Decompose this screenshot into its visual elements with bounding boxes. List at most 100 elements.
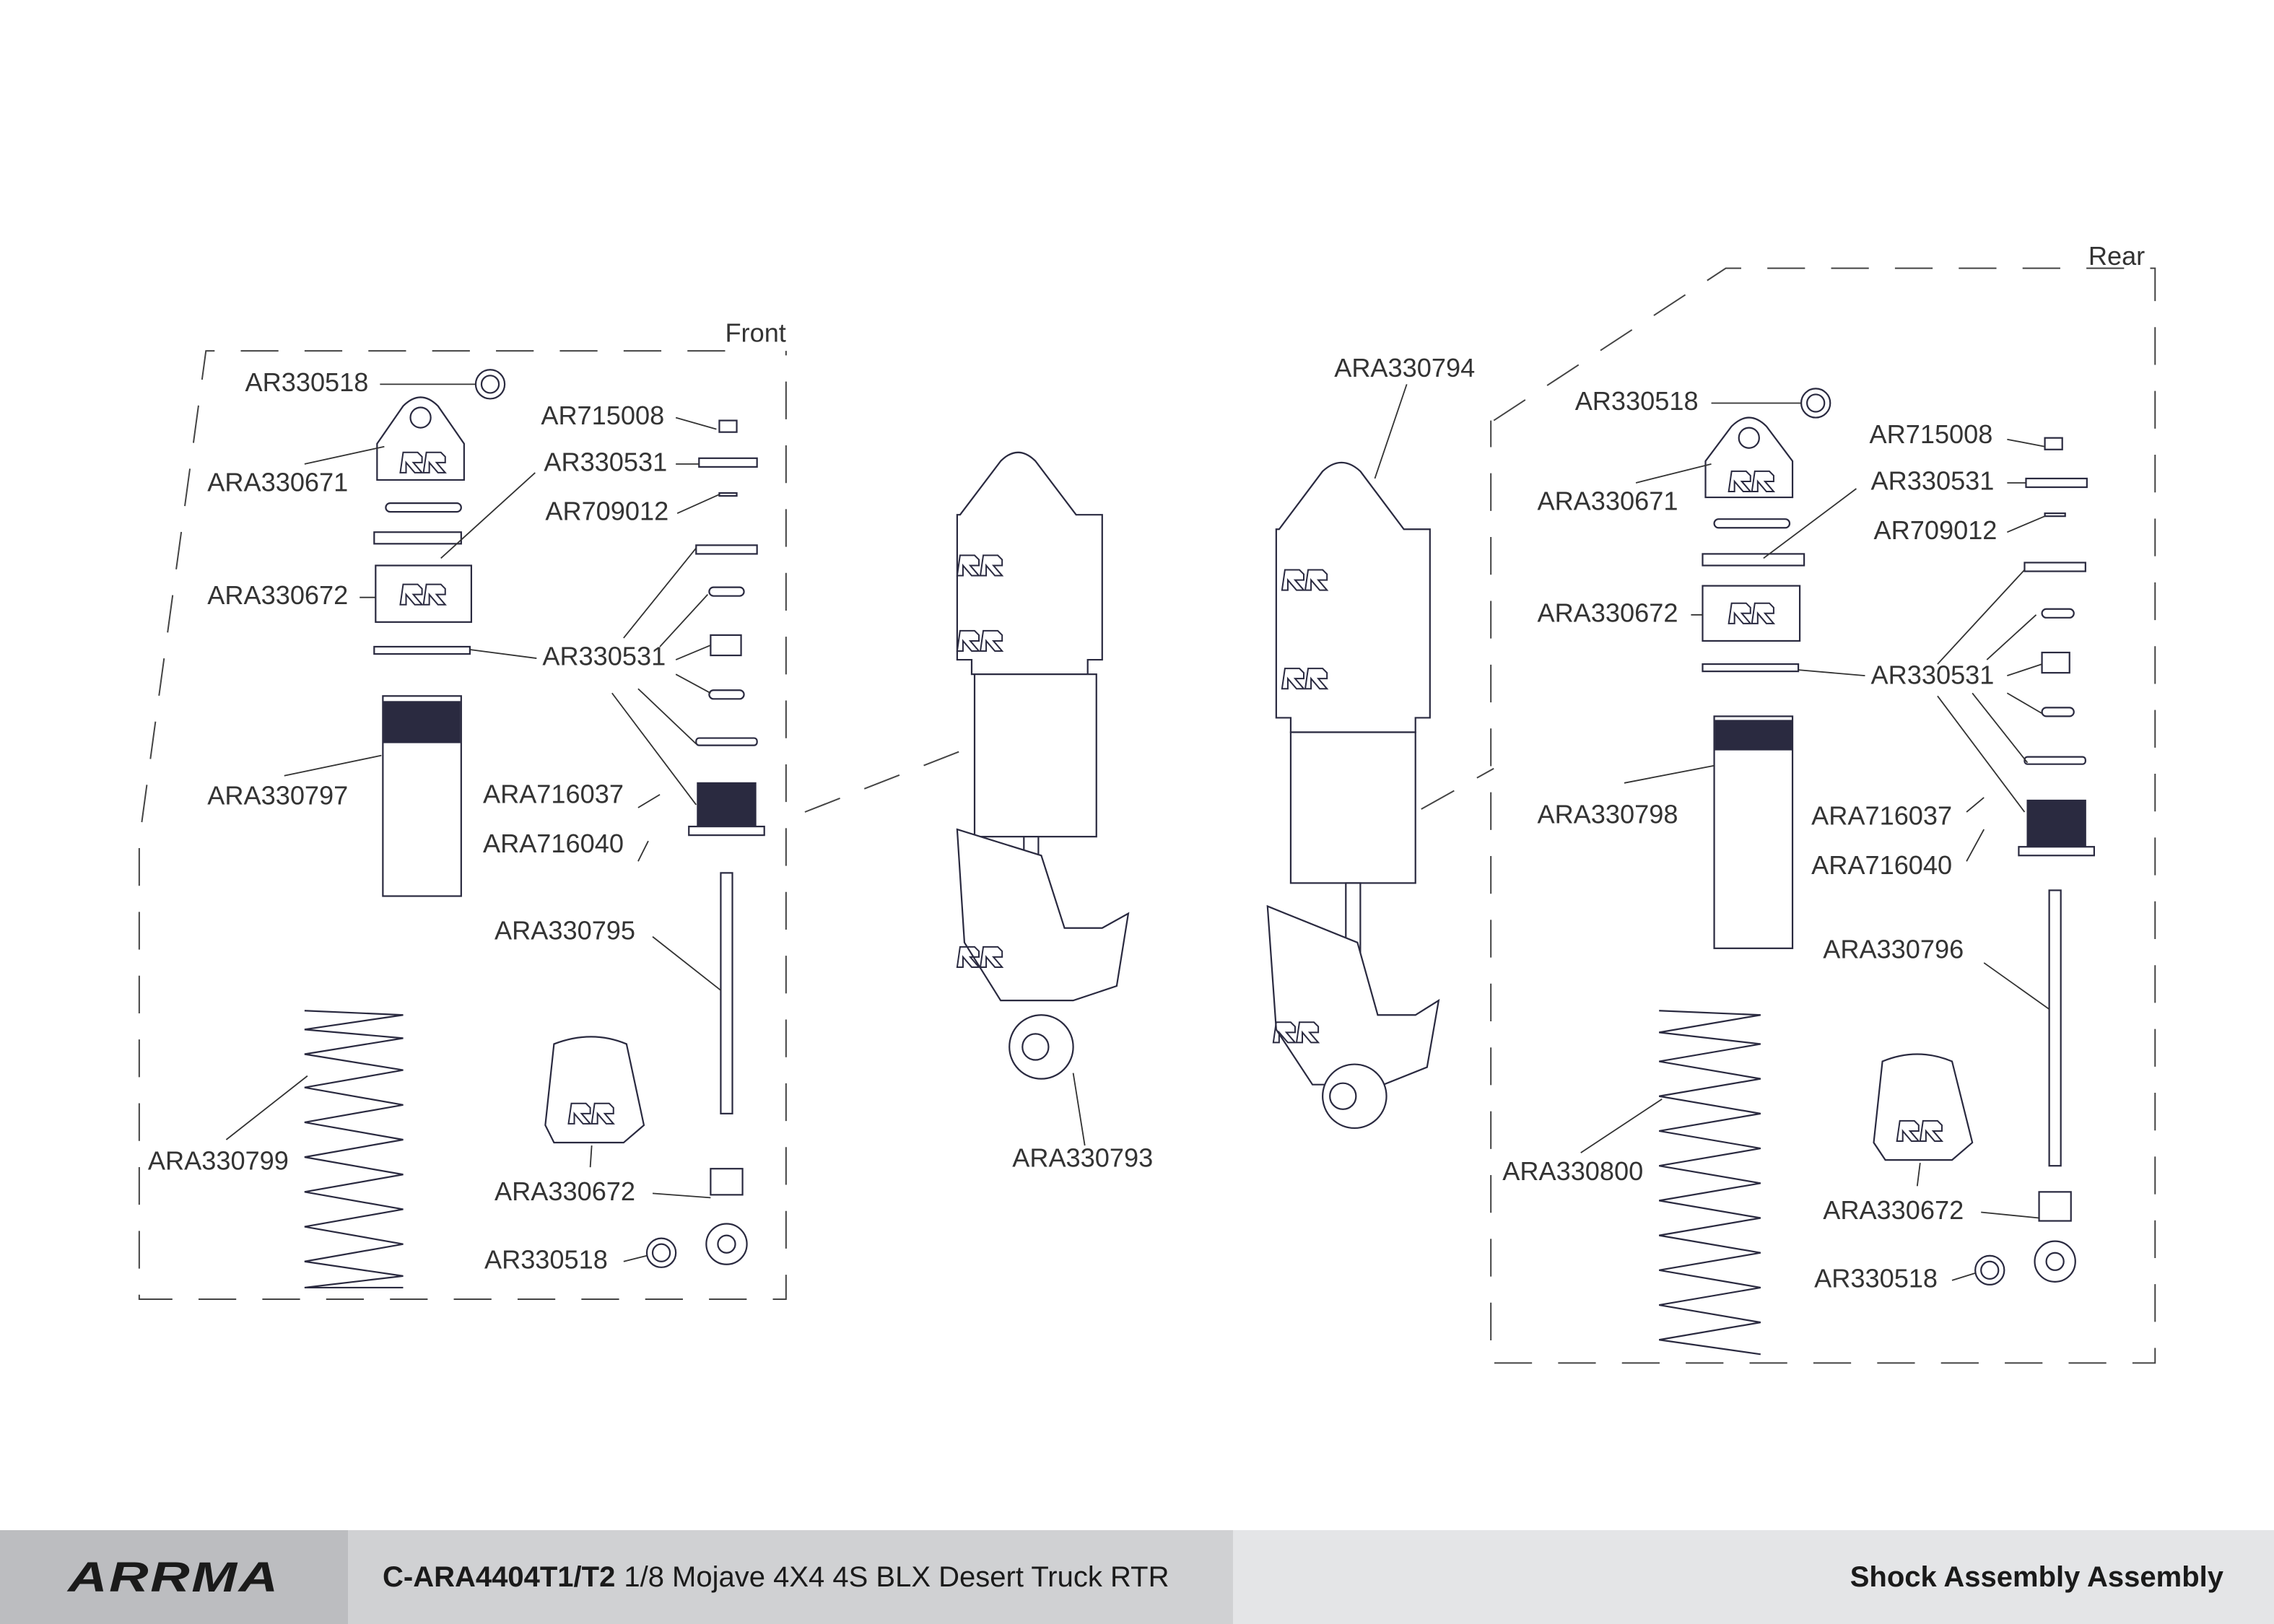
collar-part bbox=[373, 531, 462, 545]
part-label: ARA716037 bbox=[1811, 801, 1952, 831]
piston-part bbox=[695, 544, 758, 555]
thread-band bbox=[1715, 720, 1792, 751]
rod-end-part bbox=[710, 1168, 744, 1196]
part-label: ARA330793 bbox=[1012, 1143, 1153, 1173]
shock-body bbox=[973, 673, 1097, 838]
product-name: 1/8 Mojave 4X4 4S BLX Desert Truck RTR bbox=[624, 1560, 1169, 1593]
front-link-line bbox=[804, 746, 972, 813]
shock-cap-part bbox=[376, 396, 465, 481]
spring-cup bbox=[1266, 904, 1440, 1086]
rod-end-hole bbox=[1329, 1082, 1357, 1110]
part-label: AR715008 bbox=[541, 401, 664, 430]
part-label: ARA330672 bbox=[495, 1176, 635, 1206]
leader-lines bbox=[225, 383, 721, 1262]
leader-lines bbox=[1580, 402, 2050, 1281]
brand-logo: ARRMA bbox=[0, 1530, 348, 1624]
part-label: ARA330794 bbox=[1334, 353, 1475, 383]
part-label: AR709012 bbox=[1874, 515, 1998, 545]
rear-box-title: Rear bbox=[2088, 241, 2145, 271]
bushing-inner bbox=[1980, 1260, 2000, 1280]
part-label: AR330518 bbox=[245, 367, 369, 397]
cap-hole bbox=[1738, 427, 1760, 449]
bottom-cap-flange bbox=[2018, 846, 2095, 857]
bottom-cap-part bbox=[2026, 799, 2086, 848]
rear-box-outline bbox=[1490, 267, 2156, 1364]
shaft-part bbox=[2048, 889, 2062, 1167]
part-label: AR330531 bbox=[1871, 466, 1995, 496]
assembled-shocks: ARA330793 ARA330794 bbox=[804, 353, 1494, 1173]
seal-part bbox=[373, 645, 471, 655]
part-label: ARA330671 bbox=[207, 468, 348, 497]
part-label: ARA330795 bbox=[495, 915, 635, 945]
footer-bar: ARRMA C-ARA4404T1/T2 1/8 Mojave 4X4 4S B… bbox=[0, 1530, 2274, 1624]
rod-end-part bbox=[2038, 1191, 2072, 1222]
bushing-inner bbox=[651, 1243, 671, 1262]
shock-body bbox=[1289, 731, 1416, 884]
thread-band bbox=[383, 701, 461, 743]
o-ring-part bbox=[385, 502, 462, 513]
bushing-inner bbox=[480, 375, 500, 394]
o-ring-part bbox=[1713, 518, 1791, 529]
washer-part bbox=[2023, 756, 2086, 765]
part-label: ARA716040 bbox=[1811, 850, 1952, 880]
part-label: ARA330672 bbox=[207, 580, 348, 610]
shock-cap-part bbox=[1704, 416, 1794, 499]
spring-cup-part bbox=[1873, 1053, 1974, 1161]
piston-part bbox=[2023, 562, 2086, 572]
rod-end-hole bbox=[717, 1234, 736, 1254]
assembled-rear-shock bbox=[1275, 461, 1431, 733]
spring-cup bbox=[956, 828, 1130, 1002]
leader-lines bbox=[1072, 384, 1408, 1146]
brand-logo-text: ARRMA bbox=[68, 1553, 280, 1601]
part-label: AR330531 bbox=[1871, 660, 1995, 690]
front-group: Front AR330518 ARA330671 AR715008 AR3305… bbox=[138, 318, 787, 1301]
part-label: AR330531 bbox=[542, 642, 666, 671]
nut-part bbox=[2044, 437, 2063, 450]
part-label: AR330531 bbox=[544, 447, 667, 476]
part-label: AR330518 bbox=[484, 1244, 608, 1274]
spacer-part bbox=[710, 634, 742, 657]
shim-part bbox=[2025, 477, 2088, 489]
part-label: AR715008 bbox=[1870, 419, 1993, 449]
part-label: ARA716037 bbox=[483, 779, 624, 808]
part-number: C-ARA4404T1/T2 bbox=[383, 1560, 616, 1593]
front-box-title: Front bbox=[725, 318, 785, 348]
bottom-cap-part bbox=[697, 782, 757, 828]
spring-part bbox=[1659, 1010, 1761, 1355]
bushing-inner bbox=[1806, 393, 1826, 413]
clip-part bbox=[2044, 512, 2066, 518]
spring-cup-part bbox=[544, 1036, 645, 1144]
part-label: ARA330671 bbox=[1537, 486, 1678, 516]
shaft-part bbox=[720, 872, 733, 1114]
part-label: ARA330798 bbox=[1537, 800, 1678, 829]
part-label: ARA330797 bbox=[207, 780, 348, 810]
assembled-front-shock bbox=[956, 451, 1103, 676]
reservoir-cap-part bbox=[375, 564, 473, 623]
o-ring-small bbox=[708, 586, 745, 597]
rod-end-hole bbox=[2045, 1252, 2065, 1271]
rear-link-line bbox=[1421, 767, 1494, 810]
rod-end-hole bbox=[1021, 1033, 1050, 1061]
spring-part bbox=[304, 1010, 404, 1289]
shim-part bbox=[698, 457, 758, 468]
part-label: ARA330672 bbox=[1537, 598, 1678, 627]
o-ring-small bbox=[2041, 707, 2075, 717]
product-title: C-ARA4404T1/T2 1/8 Mojave 4X4 4S BLX Des… bbox=[348, 1530, 1233, 1624]
rear-group: Rear AR330518 AR715008 AR330531 ARA33067… bbox=[1490, 241, 2156, 1364]
exploded-parts-diagram: Front AR330518 ARA330671 AR715008 AR3305… bbox=[138, 241, 2156, 1364]
shock-body-part bbox=[1713, 715, 1794, 949]
part-label: AR330518 bbox=[1575, 386, 1699, 416]
washer-part bbox=[695, 737, 758, 746]
seal-part bbox=[1702, 663, 1800, 673]
part-label: AR330518 bbox=[1814, 1263, 1938, 1293]
part-label: ARA330800 bbox=[1502, 1156, 1643, 1186]
collar-part bbox=[1702, 553, 1805, 567]
cap-hole bbox=[409, 406, 432, 429]
part-label: ARA330796 bbox=[1823, 934, 1964, 964]
front-box-outline bbox=[138, 350, 787, 1301]
spacer-part bbox=[2041, 651, 2070, 674]
nut-part bbox=[718, 419, 738, 433]
part-label: ARA716040 bbox=[483, 829, 624, 858]
part-label: AR709012 bbox=[545, 497, 668, 526]
o-ring-small bbox=[2041, 608, 2075, 619]
